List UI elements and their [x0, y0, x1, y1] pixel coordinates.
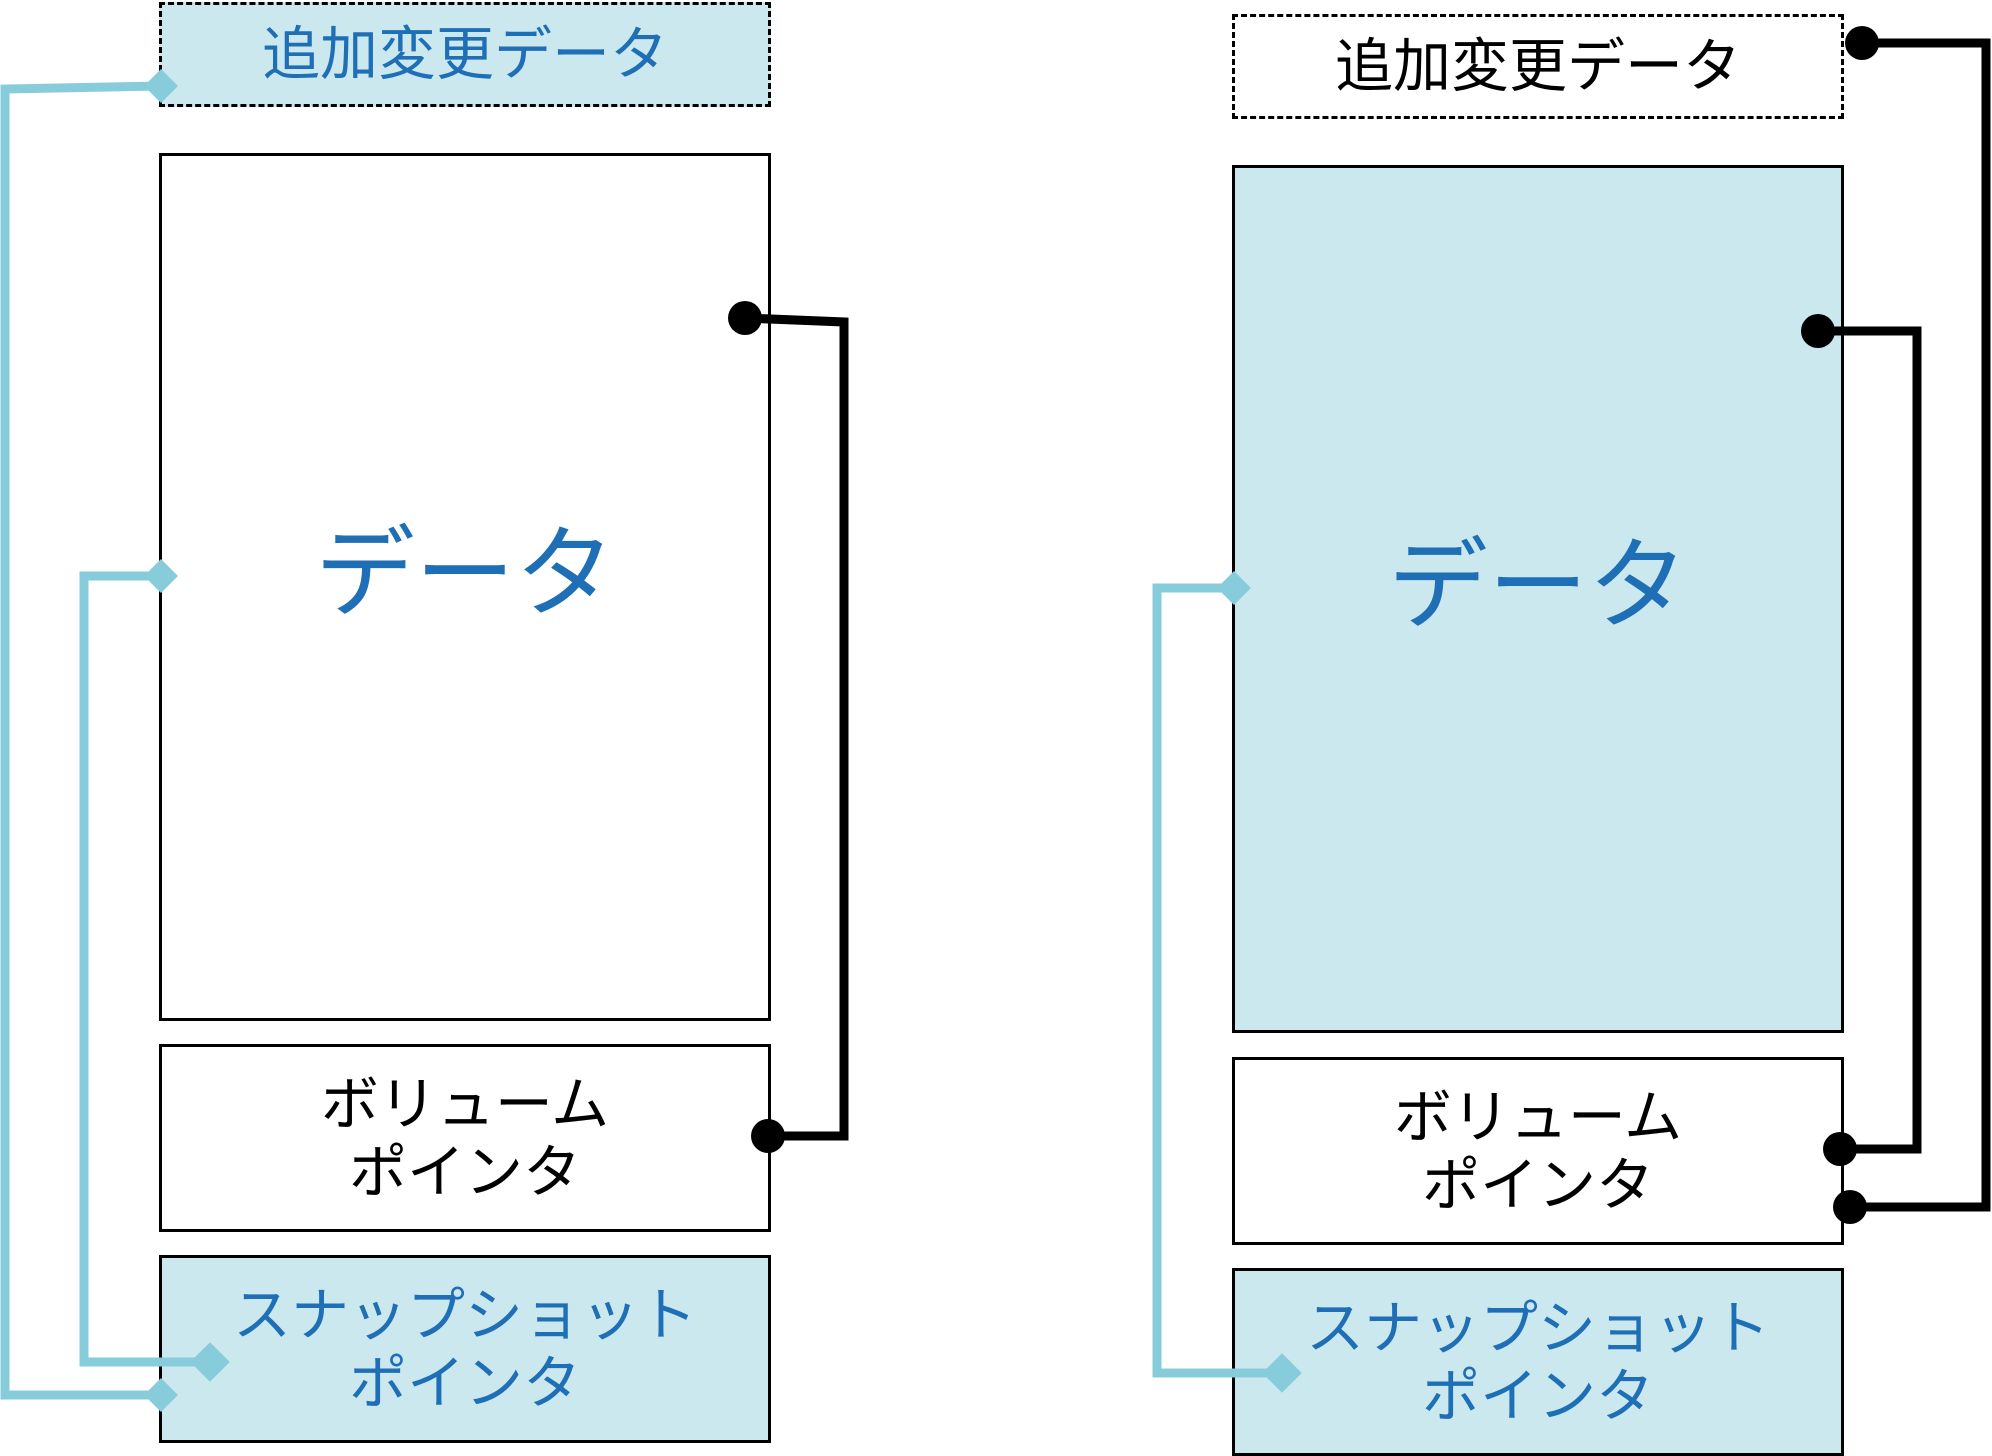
right-volume-to-data-connector [1818, 326, 1922, 1154]
right-data-label: データ [1388, 527, 1688, 644]
right-volume-pointer-line1: ボリューム [1393, 1082, 1683, 1151]
left-data-label: データ [315, 515, 615, 632]
left-volume-anchor-dot [751, 1119, 785, 1153]
right-volume-pointer-box: ボリューム ポインタ [1232, 1057, 1844, 1245]
left-snapshot-pointer-line1: スナップショット [232, 1280, 697, 1349]
left-volume-pointer-line1: ボリューム [320, 1069, 610, 1138]
left-volume-pointer-line2: ポインタ [348, 1138, 581, 1206]
left-data-anchor-dot [728, 301, 762, 335]
right-volume-to-added-data-connector [1850, 38, 1991, 1212]
right-snapshot-to-data-connector [1152, 583, 1282, 1378]
left-data-box: データ [159, 153, 771, 1021]
left-volume-to-data-connector [744, 313, 849, 1141]
right-added-data-box: 追加変更データ [1232, 14, 1844, 119]
right-added-data-label: 追加変更データ [1334, 32, 1741, 101]
left-volume-pointer-box: ボリューム ポインタ [159, 1044, 771, 1232]
right-data-anchor-diamond [1217, 571, 1251, 605]
right-data-anchor-dot [1801, 314, 1835, 348]
left-added-data-box: 追加変更データ [159, 2, 771, 107]
right-volume-pointer-line2: ポインタ [1421, 1151, 1654, 1219]
right-snapshot-pointer-box: スナップショット ポインタ [1232, 1268, 1844, 1456]
left-snapshot-anchor-diamond-upper [190, 1342, 230, 1382]
left-snapshot-to-data-connector [79, 571, 210, 1367]
left-snapshot-to-added-data-connector [0, 81, 163, 1400]
right-snapshot-anchor-diamond [1262, 1353, 1302, 1393]
right-snapshot-pointer-line2: ポインタ [1421, 1362, 1654, 1430]
left-snapshot-pointer-box: スナップショット ポインタ [159, 1255, 771, 1443]
right-volume-anchor-dot-upper [1823, 1132, 1857, 1166]
left-added-data-label: 追加変更データ [261, 20, 668, 89]
right-snapshot-pointer-line1: スナップショット [1305, 1293, 1770, 1362]
left-added-data-anchor-diamond [144, 69, 178, 103]
right-volume-anchor-dot-lower [1833, 1190, 1867, 1224]
left-data-anchor-diamond [144, 559, 178, 593]
left-snapshot-anchor-diamond-lower [144, 1378, 178, 1412]
right-added-data-anchor-dot [1845, 26, 1879, 60]
left-snapshot-pointer-line2: ポインタ [348, 1349, 581, 1417]
